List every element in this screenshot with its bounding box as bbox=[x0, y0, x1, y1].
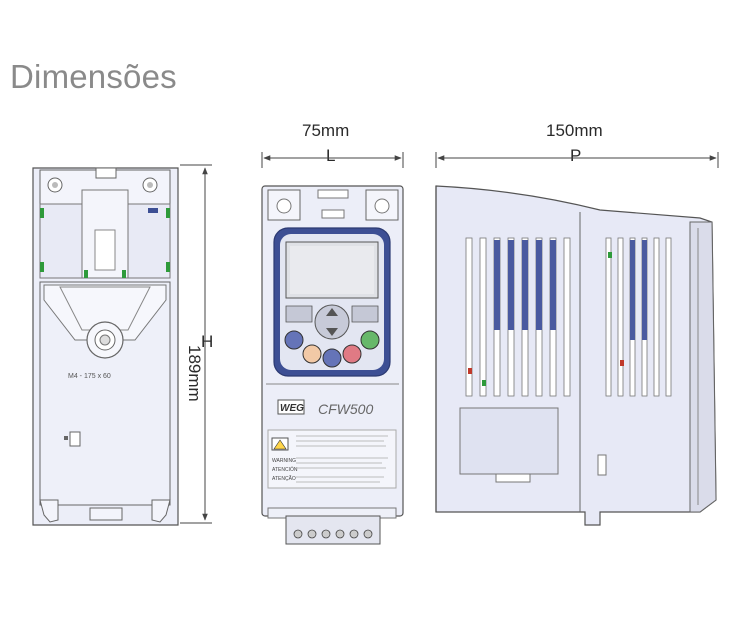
mounting-view: M4 - 175 x 60 bbox=[32, 167, 179, 526]
warning-text-1: WARNING bbox=[272, 458, 296, 464]
depth-dimension-line bbox=[435, 152, 719, 168]
mount-hole-label: M4 - 175 x 60 bbox=[68, 373, 111, 380]
brand-logo-text: WEG bbox=[280, 403, 304, 414]
width-dimension-line bbox=[261, 152, 404, 168]
warning-text-2: ATENCIÓN bbox=[272, 466, 298, 473]
model-name-text: CFW500 bbox=[318, 401, 373, 417]
side-view bbox=[435, 185, 717, 526]
front-view: WEG CFW500 WARNING ATENCIÓN ATENÇÃO bbox=[261, 185, 404, 545]
page-title: Dimensões bbox=[10, 58, 177, 95]
height-dimension-line bbox=[180, 164, 212, 524]
warning-text-3: ATENÇÃO bbox=[272, 475, 296, 482]
depth-value-label: 150mm bbox=[546, 121, 603, 140]
width-value-label: 75mm bbox=[302, 121, 350, 140]
